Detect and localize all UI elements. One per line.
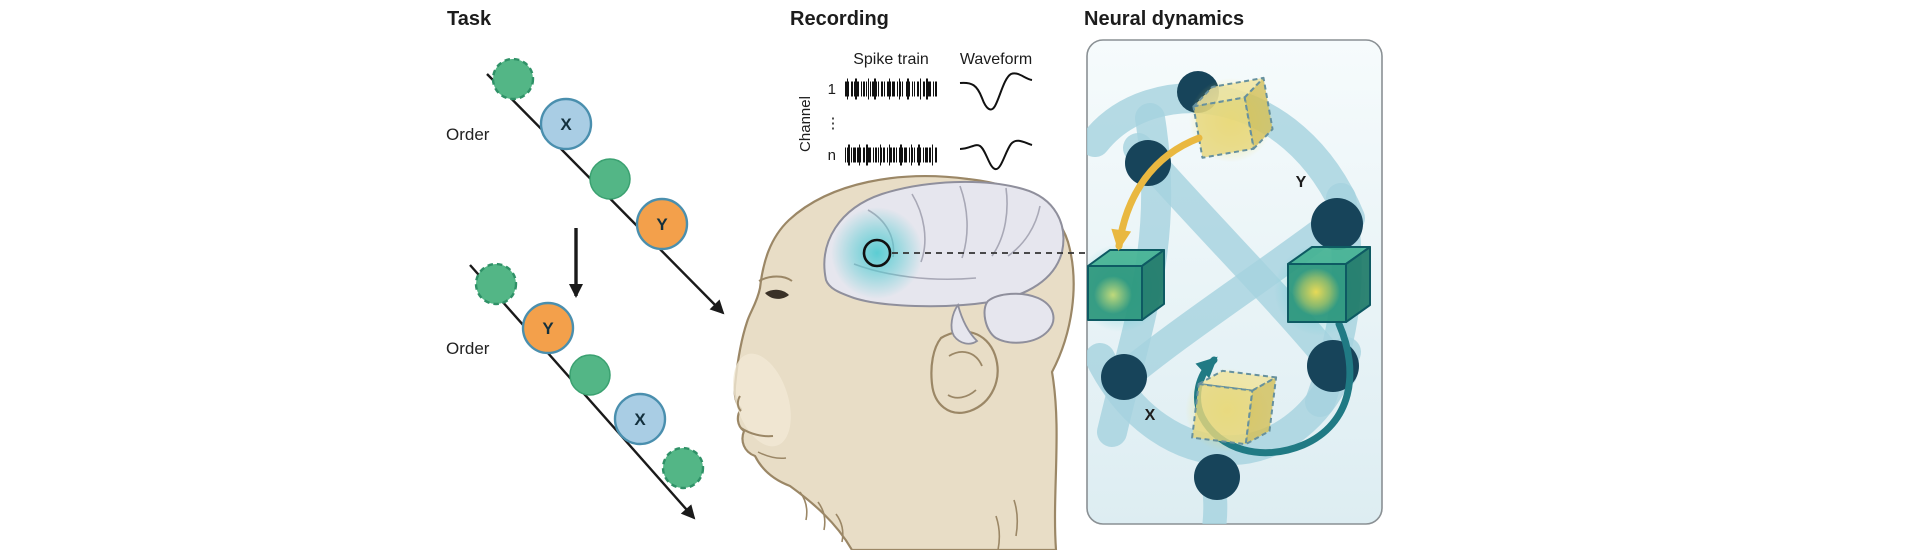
spike-train-label: Spike train	[853, 51, 929, 68]
channel-axis-label: Channel	[797, 96, 814, 152]
distractor-circle	[474, 262, 518, 306]
monkey-ear	[930, 330, 999, 414]
task-panel-title: Task	[447, 8, 492, 30]
neural-node	[1101, 354, 1147, 400]
cube-inner-glow	[1292, 268, 1340, 316]
monkey-mouth	[740, 427, 774, 438]
neural-dynamics-panel: Neural dynamics	[1084, 8, 1383, 525]
distractor-circle	[569, 354, 611, 396]
distractor-circle	[589, 158, 631, 200]
waveform-curve-1	[959, 72, 1033, 111]
cube-inner-glow	[1094, 276, 1132, 314]
monkey-head-illustration	[733, 175, 1075, 550]
stimulus-letter-y: Y	[542, 319, 554, 338]
stimulus-circle-x	[539, 97, 593, 151]
monkey-ear-inner-line	[948, 351, 983, 367]
monkey-eye	[765, 289, 789, 299]
stimulus-letter-x: X	[634, 410, 646, 429]
monkey-muzzle	[733, 353, 791, 447]
monkey-nostril	[736, 395, 742, 412]
subspace-cube-right	[1287, 246, 1371, 323]
task-panel: Task Order X Y Order Y X	[446, 8, 725, 520]
monkey-brow-line	[758, 275, 793, 282]
recording-site-marker	[862, 238, 892, 268]
subspace-cube-left	[1087, 249, 1165, 321]
brain-stem	[950, 302, 979, 345]
stimulus-circle-x	[613, 392, 667, 446]
brain-cerebellum	[983, 292, 1055, 344]
subspace-cube-x	[1191, 369, 1278, 446]
neural-node	[1311, 198, 1363, 250]
neural-dynamics-panel-title: Neural dynamics	[1084, 8, 1244, 30]
neural-node	[1125, 140, 1171, 186]
stimulus-letter-y: Y	[656, 215, 668, 234]
channel-ellipsis: ⋮	[826, 115, 841, 132]
projection-arrow-yellow	[1111, 134, 1203, 251]
dynamics-panel-content	[1087, 71, 1371, 524]
monkey-ear-inner-line	[947, 389, 977, 399]
state-label-y: Y	[1296, 174, 1307, 191]
channel-tick-1: 1	[828, 81, 836, 98]
order-label-bottom: Order	[446, 339, 490, 358]
channel-tick-n: n	[828, 147, 836, 164]
recording-panel: Recording Spike train Waveform Channel 1…	[733, 8, 1086, 550]
subspace-cube-y	[1192, 76, 1274, 159]
monkey-fur-strokes	[799, 491, 1019, 550]
monkey-chin-line	[757, 451, 787, 459]
stimulus-circle-y	[635, 197, 689, 251]
waveform-curve-n	[959, 139, 1033, 171]
recording-panel-title: Recording	[790, 8, 889, 30]
recording-site-glow	[831, 207, 923, 299]
order-label-top: Order	[446, 125, 490, 144]
waveform-label: Waveform	[960, 51, 1032, 68]
state-label-x: X	[1145, 407, 1156, 424]
distractor-circle	[491, 57, 535, 101]
stimulus-letter-x: X	[560, 115, 572, 134]
distractor-circle	[661, 446, 705, 490]
neural-node	[1194, 454, 1240, 500]
stimulus-circle-y	[521, 301, 575, 355]
